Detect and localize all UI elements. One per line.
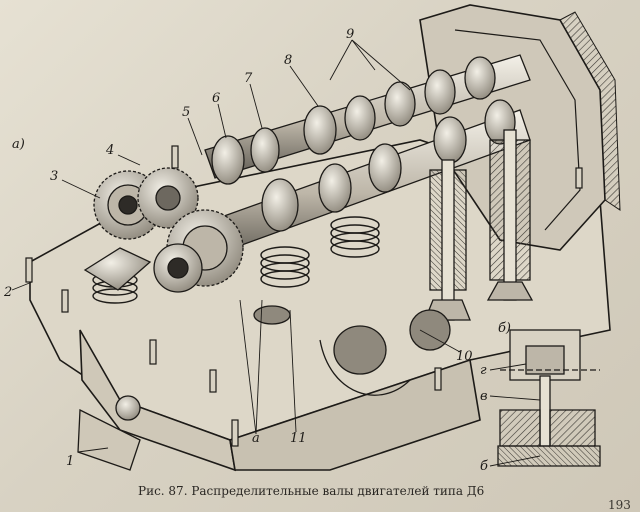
callout-9: 9 xyxy=(346,27,355,42)
valve-section xyxy=(424,129,534,321)
leader-lines xyxy=(11,39,541,467)
lower-camshaft xyxy=(184,99,531,263)
inset-callout-b: б xyxy=(480,459,488,474)
view-label-main: а) xyxy=(12,137,25,152)
callout-7: 7 xyxy=(244,71,253,86)
inset-callout-g: г xyxy=(480,363,487,378)
figure-caption: Рис. 87. Распределительные валы двигател… xyxy=(138,484,485,498)
callout-11: 11 xyxy=(290,431,307,446)
lower-bracket xyxy=(77,395,141,471)
valve-springs xyxy=(92,216,380,304)
callout-4: 4 xyxy=(106,143,115,158)
callout-6: 6 xyxy=(212,91,221,106)
gear-train xyxy=(83,167,244,293)
callout-a: а xyxy=(252,431,260,446)
page-number: 193 xyxy=(608,498,631,512)
view-label-inset: б) xyxy=(498,321,512,336)
callout-5: 5 xyxy=(182,105,191,120)
studs xyxy=(25,145,583,447)
callout-1: 1 xyxy=(66,454,75,469)
callout-2: 2 xyxy=(4,285,13,300)
inset-detail xyxy=(497,329,601,467)
inset-callout-v: в xyxy=(480,389,488,404)
callout-3: 3 xyxy=(50,169,59,184)
callout-10: 10 xyxy=(456,349,473,364)
upper-camshaft xyxy=(204,54,531,185)
ports xyxy=(253,305,451,396)
callout-8: 8 xyxy=(284,53,293,68)
